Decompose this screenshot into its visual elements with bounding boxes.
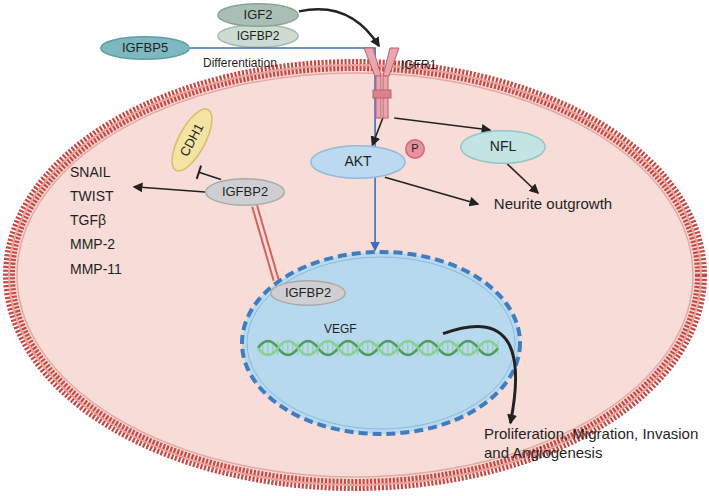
receptor-label: IGFR1: [401, 58, 436, 73]
text-holder: CDH1: [163, 103, 221, 178]
nuclear-envelope: [242, 252, 520, 434]
cell-membrane: [9, 65, 701, 485]
oval-shape: [271, 281, 346, 306]
oval-shape: [311, 146, 406, 179]
phospho-circle: P: [405, 139, 425, 159]
connector: [372, 118, 382, 145]
connector: [190, 48, 375, 250]
oval-shape: [461, 131, 546, 164]
translocation-line: [252, 207, 273, 281]
text-holder: IGF2: [217, 3, 299, 27]
gene-list-label: TWIST: [70, 188, 114, 206]
nucleus: VEGF IGFBP2: [240, 250, 522, 436]
connector-line: [394, 118, 490, 130]
oval-shape: [164, 104, 220, 177]
text-holder: SNAIL TWIST TGFβMMP-2MMP-11: [70, 164, 134, 278]
gene-list: SNAIL TWIST TGFβMMP-2MMP-11: [70, 164, 134, 278]
cytoplasm: [17, 73, 693, 477]
ligand-oval-label: IGF2: [244, 7, 273, 23]
dna-strand: [258, 341, 498, 355]
connector-line: [199, 172, 221, 179]
translocation-line: [257, 205, 278, 279]
protein-oval: NFL: [460, 130, 546, 164]
connector-line: [134, 187, 205, 192]
receptor-outline: [360, 46, 436, 118]
connector-line: [299, 9, 379, 46]
receptor: IGFR1: [360, 46, 436, 118]
text-holder: AKT: [310, 145, 406, 179]
kinase-oval: AKT: [310, 145, 406, 179]
protein-oval-label: CDH1: [177, 121, 208, 160]
protein-oval-label: NFL: [490, 138, 516, 156]
protein-oval-label: IGFBP2: [285, 285, 331, 301]
gene-list-label: TGFβ: [70, 212, 106, 230]
binding-protein-oval-label: IGFBP5: [122, 40, 168, 56]
binding-protein-oval-label: IGFBP2: [237, 29, 280, 44]
connector-line: [507, 164, 538, 193]
outcome-text-label: Proliferation, Migration, Invasion and A…: [484, 425, 704, 463]
dna-strand: [258, 341, 498, 355]
text-holder: Neurite outgrowth: [478, 193, 628, 215]
connector: [507, 164, 538, 193]
connector: [394, 118, 490, 130]
edge-label: Differentiation: [203, 56, 277, 70]
text-holder: NFL: [460, 130, 546, 164]
connector-line: [443, 326, 516, 423]
connector-line: [385, 177, 478, 204]
binding-protein-oval: IGFBP2: [217, 24, 299, 48]
outcome-text: Neurite outgrowth: [478, 193, 628, 215]
protein-oval: CDH1: [163, 103, 221, 178]
outcome-text-label: Neurite outgrowth: [494, 195, 612, 214]
connector: [252, 205, 278, 280]
nucleus-outline: [240, 250, 522, 436]
receptor-arm: [383, 48, 399, 76]
kinase-oval-label: AKT: [344, 153, 371, 171]
connector-line: [190, 48, 375, 250]
protein-oval: IGFBP2: [205, 178, 285, 206]
connector: [299, 9, 379, 46]
text-holder: Proliferation, Migration, Invasion and A…: [484, 423, 704, 465]
nucleus-label: VEGF: [324, 322, 357, 337]
oval-shape: [218, 4, 299, 27]
connector-line: [372, 118, 382, 145]
membrane-midline: [9, 65, 701, 485]
protein-oval-label: IGFBP2: [222, 184, 268, 200]
phospho-circle-label: P: [411, 142, 418, 156]
text-holder: IGFBP2: [217, 24, 299, 48]
text-holder: IGFBP5: [100, 36, 190, 60]
connector: [443, 326, 516, 423]
text-holder: IGFBP2: [270, 280, 346, 306]
gene-list-label: SNAIL: [70, 164, 110, 182]
gene-list-label: MMP-2: [70, 236, 115, 254]
inhibition-bar: [197, 166, 201, 179]
protein-oval: IGFBP2: [270, 280, 346, 306]
connector: [385, 177, 478, 204]
binding-protein-oval: IGFBP5: [100, 36, 190, 60]
receptor-arm: [364, 48, 381, 76]
text-holder: P: [405, 139, 425, 159]
ligand-oval: IGF2: [217, 3, 299, 27]
dna-base-pairs: [258, 341, 500, 355]
oval-shape: [406, 140, 425, 159]
oval-shape: [206, 179, 285, 206]
gene-list-label: MMP-11: [70, 261, 122, 279]
oval-shape: [218, 25, 299, 48]
outcome-text: Proliferation, Migration, Invasion and A…: [484, 423, 704, 465]
text-holder: IGFBP2: [205, 178, 285, 206]
nuclear-inner-line: [247, 257, 515, 429]
connector: [134, 187, 205, 192]
receptor-transmembrane: [373, 90, 391, 98]
oval-shape: [101, 37, 190, 60]
connector: [197, 166, 221, 180]
